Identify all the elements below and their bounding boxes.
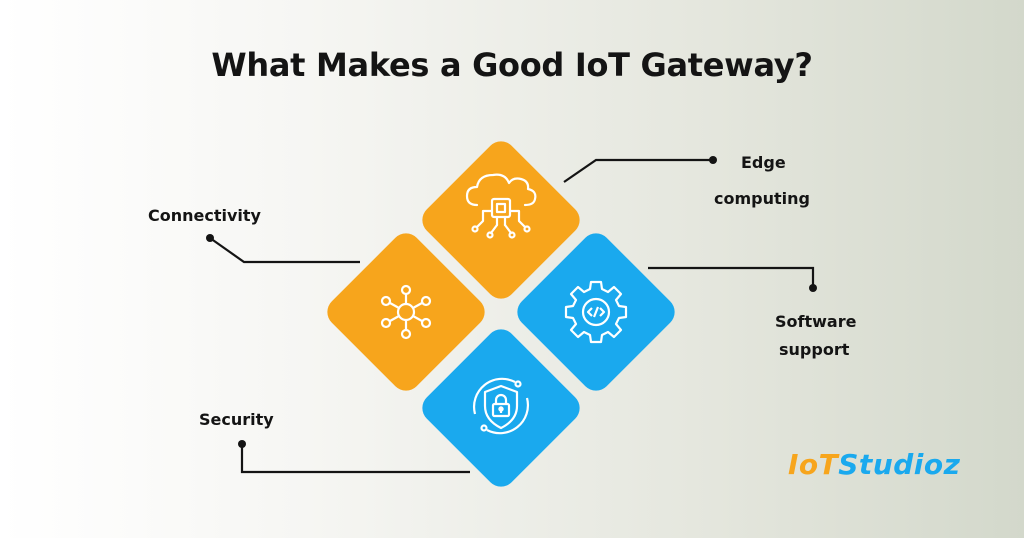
tile-connectivity bbox=[327, 233, 485, 391]
tile-edge-computing bbox=[422, 141, 580, 299]
software-support-label-line2: support bbox=[779, 340, 850, 359]
brand-logo-part2: Studioz bbox=[838, 448, 961, 481]
brand-logo-part1: IoT bbox=[788, 448, 839, 481]
security-label: Security bbox=[199, 410, 274, 429]
edge-computing-label-line2: computing bbox=[714, 189, 810, 208]
gear-code-icon bbox=[564, 280, 628, 344]
software-connector-line bbox=[648, 266, 815, 288]
edge-connector-line bbox=[563, 158, 713, 183]
connectivity-label: Connectivity bbox=[148, 206, 262, 225]
software-support-label: Software bbox=[775, 312, 857, 331]
security-connector-dot bbox=[238, 440, 246, 448]
connectivity-connector-line bbox=[209, 237, 360, 264]
cloud-chip-icon bbox=[465, 173, 537, 239]
connectivity-connector-dot bbox=[206, 234, 214, 242]
brand-logo: IoTStudioz bbox=[788, 448, 960, 481]
edge-connector-dot bbox=[709, 156, 717, 164]
page-title: What Makes a Good IoT Gateway? bbox=[211, 46, 813, 84]
shield-lock-icon bbox=[473, 377, 529, 435]
software-connector-dot bbox=[809, 284, 817, 292]
security-connector-line bbox=[240, 444, 470, 474]
edge-computing-label: Edge bbox=[741, 153, 786, 172]
hub-network-icon bbox=[380, 284, 432, 340]
